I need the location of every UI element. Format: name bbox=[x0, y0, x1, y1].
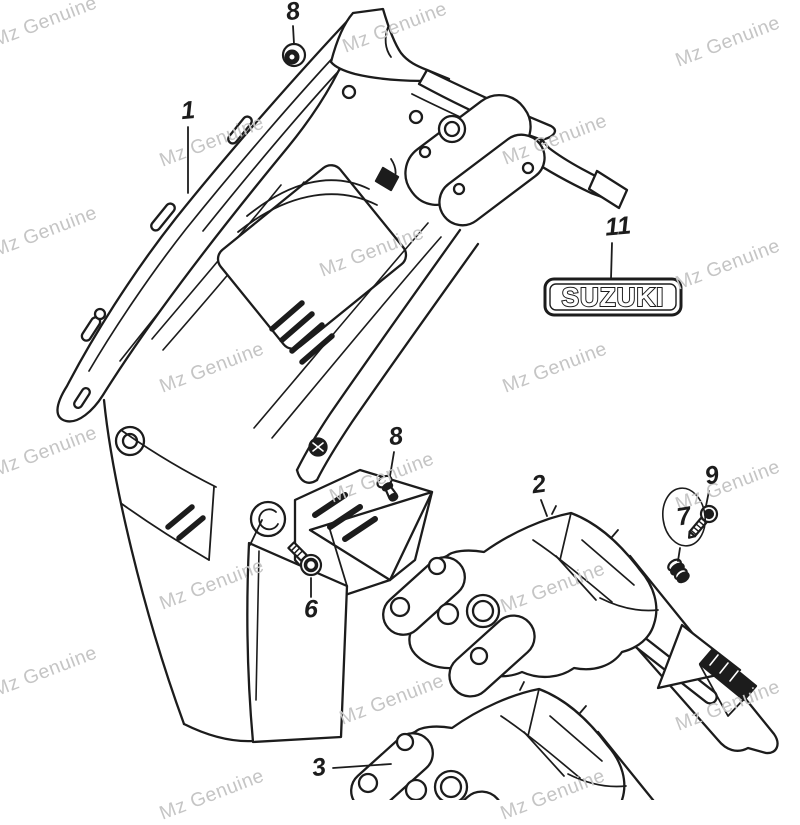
callout-leader-lines bbox=[187, 25, 710, 769]
rivet-8-middle bbox=[376, 474, 399, 502]
spacer-7 bbox=[667, 558, 690, 584]
exploded-view-drawing: SUZUKI bbox=[56, 7, 779, 800]
frame-cover-assembly-drawing bbox=[56, 7, 629, 744]
callout-7-circle bbox=[662, 487, 706, 547]
rear-fender-drawing bbox=[382, 505, 779, 755]
suzuki-emblem: SUZUKI bbox=[543, 277, 683, 317]
suzuki-emblem-text: SUZUKI bbox=[562, 282, 665, 312]
screw-9 bbox=[687, 504, 719, 539]
grommet-8-top bbox=[281, 42, 307, 68]
fastener-drawings bbox=[281, 42, 719, 584]
screw-6 bbox=[287, 541, 323, 577]
